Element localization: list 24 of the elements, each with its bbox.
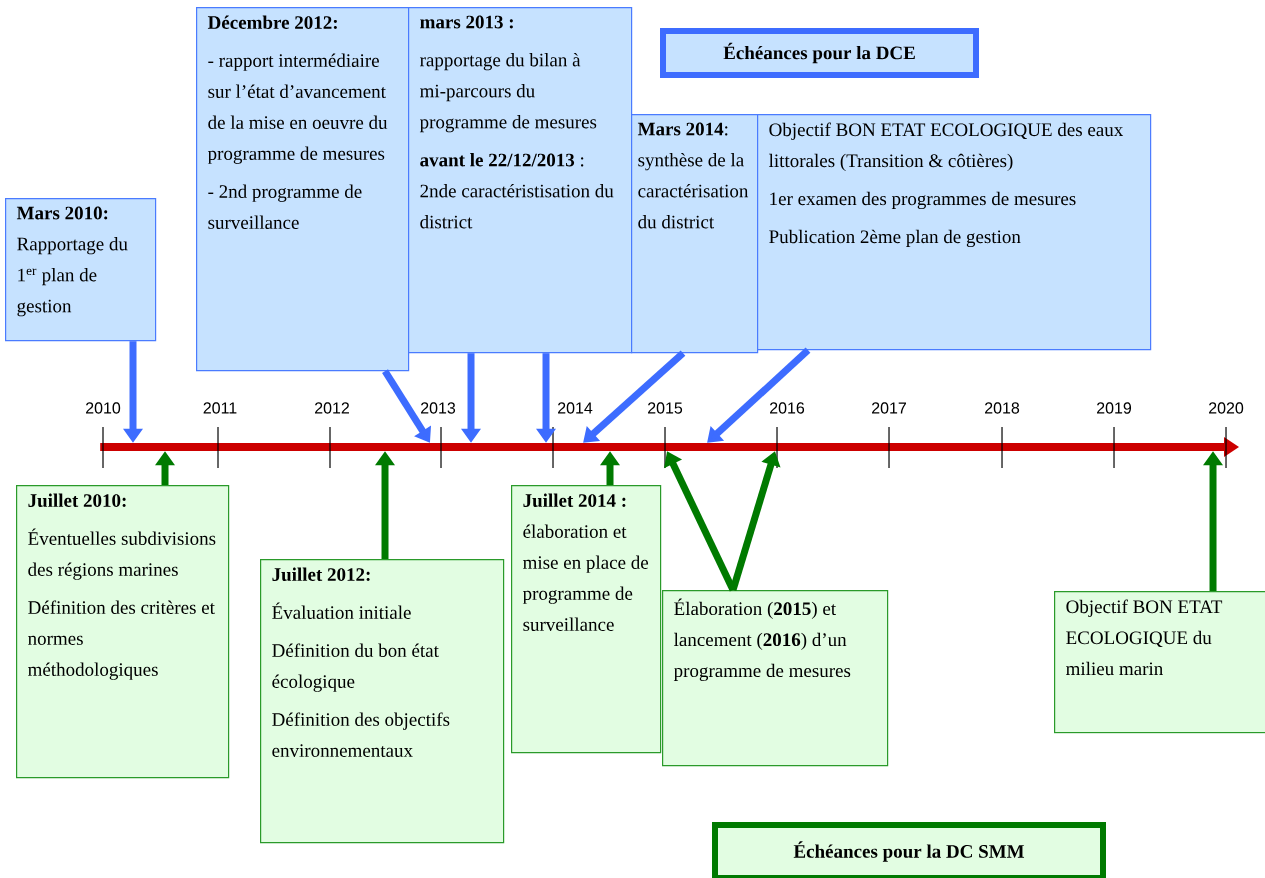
process-box: Juillet 2010: Éventuelles subdivisions des régions marines Définition des critères et normes méthodologiques (16, 485, 230, 779)
year-label: 2010 (86, 402, 121, 414)
year-label: 2017 (872, 402, 906, 414)
timeline-arrow (100, 437, 1239, 457)
year-label: 2014 (558, 402, 593, 414)
year-label: 2011 (203, 402, 237, 414)
process-box: Élaboration (2015) et lancement (2016) d’un programme de mesures (662, 590, 889, 767)
process-box: Mars 2014: synthèse de la caractérisation du district (631, 114, 759, 354)
process-box: Juillet 2014 : élaboration et mise en place de programme de surveillance (511, 485, 662, 754)
legend-box: Échéances pour la DCE (660, 28, 979, 78)
arrow (707, 347, 811, 443)
legend-box: Échéances pour la DC SMM (712, 822, 1106, 878)
year-label: 2018 (985, 402, 1020, 414)
year-label: 2013 (421, 402, 456, 414)
year-label: 2016 (770, 402, 805, 414)
arrow (583, 350, 686, 443)
process-box: Décembre 2012: - rapport intermédiaire sur l’état d’avancement de la mise en oeuvre du programme de mesures - 2nd programme de surveillance (196, 7, 410, 372)
year-label: 2020 (1209, 402, 1244, 414)
process-box: Mars 2010: Rapportage du 1$^{er}$ plan de gestion (5, 198, 157, 342)
year-label: 2012 (315, 402, 349, 414)
process-box: Objectif BON ETAT ECOLOGIQUE du milieu marin (1054, 591, 1265, 734)
year-label: 2015 (648, 402, 683, 414)
year-label: 2019 (1097, 402, 1132, 414)
process-box: Juillet 2012: Évaluation initiale Définition du bon état écologique Définition des objectifs environnementaux (260, 559, 505, 844)
